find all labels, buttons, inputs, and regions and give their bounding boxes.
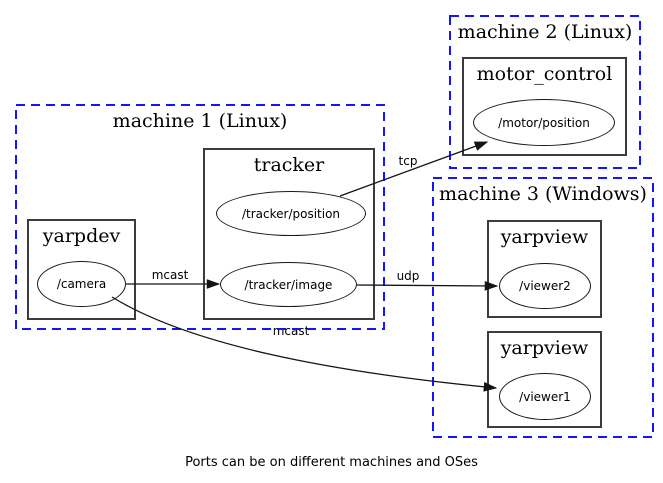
port-motor-position: /motor/position — [473, 99, 615, 146]
edge-label-mcast-camera-viewer1: mcast — [272, 324, 310, 338]
port-camera: /camera — [37, 261, 126, 307]
edge-label-tcp: tcp — [398, 154, 418, 168]
process-yarpdev-label: yarpdev — [42, 225, 121, 247]
machine-1-label: machine 1 (Linux) — [112, 110, 288, 132]
process-tracker-label: tracker — [253, 154, 325, 176]
port-viewer1-label: /viewer1 — [519, 389, 571, 404]
port-viewer2: /viewer2 — [499, 263, 591, 309]
port-viewer1: /viewer1 — [499, 373, 591, 420]
port-tracker-image-label: /tracker/image — [244, 277, 333, 292]
process-motor-control-label: motor_control — [476, 63, 613, 85]
machine-2-label: machine 2 (Linux) — [457, 21, 633, 43]
edge-label-udp: udp — [396, 269, 420, 283]
port-motor-position-label: /motor/position — [498, 115, 590, 130]
machine-3-label: machine 3 (Windows) — [439, 183, 647, 205]
port-tracker-position: /tracker/position — [216, 191, 366, 236]
port-camera-label: /camera — [56, 277, 107, 291]
port-viewer2-label: /viewer2 — [519, 279, 571, 293]
edge-tracker-image-to-viewer2 — [356, 281, 499, 291]
diagram-caption: Ports can be on different machines and O… — [185, 455, 478, 470]
process-yarpview-bottom-label: yarpview — [500, 337, 589, 359]
process-yarpview-top-label: yarpview — [500, 226, 589, 248]
port-tracker-position-label: /tracker/position — [241, 206, 341, 221]
edge-label-mcast-camera-tracker: mcast — [151, 268, 189, 282]
port-tracker-image: /tracker/image — [220, 262, 357, 307]
